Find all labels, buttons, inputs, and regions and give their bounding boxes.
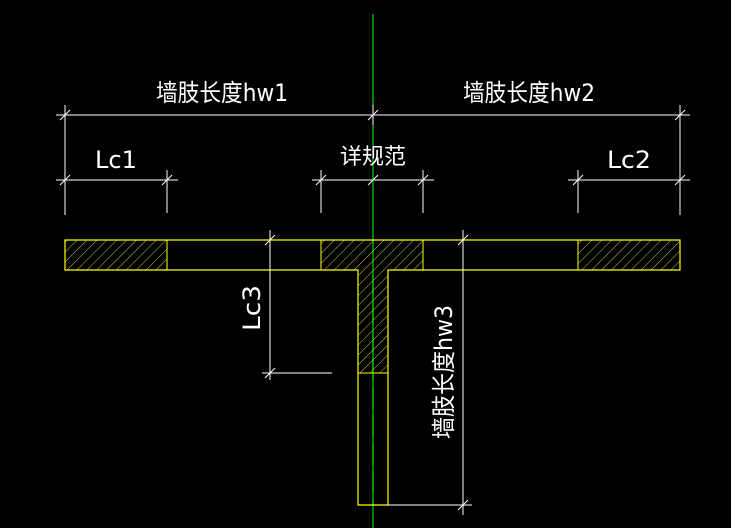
- label-lc2: Lc2: [607, 146, 651, 174]
- edge-zone-center: [321, 240, 423, 270]
- dimension-lc2: [568, 170, 690, 213]
- dimension-spec: [312, 170, 434, 213]
- label-lc3: Lc3: [238, 285, 266, 331]
- label-hw2: 墙肢长度hw2: [463, 79, 595, 107]
- dimension-lc3: [262, 230, 332, 380]
- dimension-hw1-hw2: [56, 105, 690, 215]
- edge-zone-web: [358, 270, 388, 373]
- dimension-lc1: [56, 170, 178, 213]
- zone-boundaries: [166, 240, 579, 374]
- label-hw1: 墙肢长度hw1: [156, 79, 288, 107]
- label-lc1: Lc1: [95, 146, 137, 174]
- label-spec: 详规范: [340, 145, 406, 170]
- edge-zone-left: [65, 240, 167, 270]
- label-hw3: 墙肢长度hw3: [430, 305, 458, 439]
- edge-zone-right: [578, 240, 680, 270]
- dimension-hw3: [388, 230, 472, 515]
